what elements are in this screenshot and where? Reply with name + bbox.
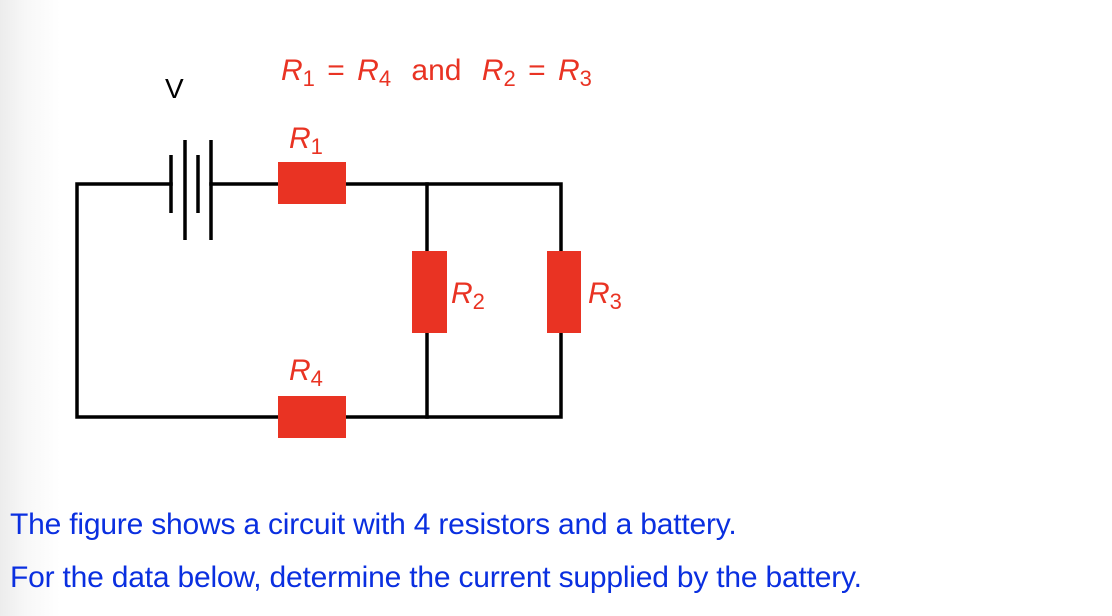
wire-top-right [344, 182, 563, 255]
wire-bottom-right [344, 329, 563, 419]
resistor-r1 [278, 162, 346, 204]
battery-icon [169, 140, 213, 240]
wire-left-loop [75, 182, 282, 419]
label-r1: R1 [289, 122, 323, 159]
resistor-r4 [278, 396, 346, 438]
caption-line-1: The figure shows a circuit with 4 resist… [10, 508, 737, 541]
caption-line-2: For the data below, determine the curren… [10, 561, 862, 594]
resistor-r2 [412, 251, 447, 333]
battery-voltage-label: V [165, 73, 184, 104]
label-r3: R3 [588, 277, 622, 314]
resistor-r3 [547, 251, 581, 333]
label-r4: R4 [289, 354, 323, 391]
condition-equation: R1 = R4 and R2 = R3 [281, 54, 592, 93]
circuit-diagram: V R1 = R4 and R2 = R3 R1 R4 R2 R3 [75, 54, 622, 438]
label-r2: R2 [451, 277, 485, 314]
